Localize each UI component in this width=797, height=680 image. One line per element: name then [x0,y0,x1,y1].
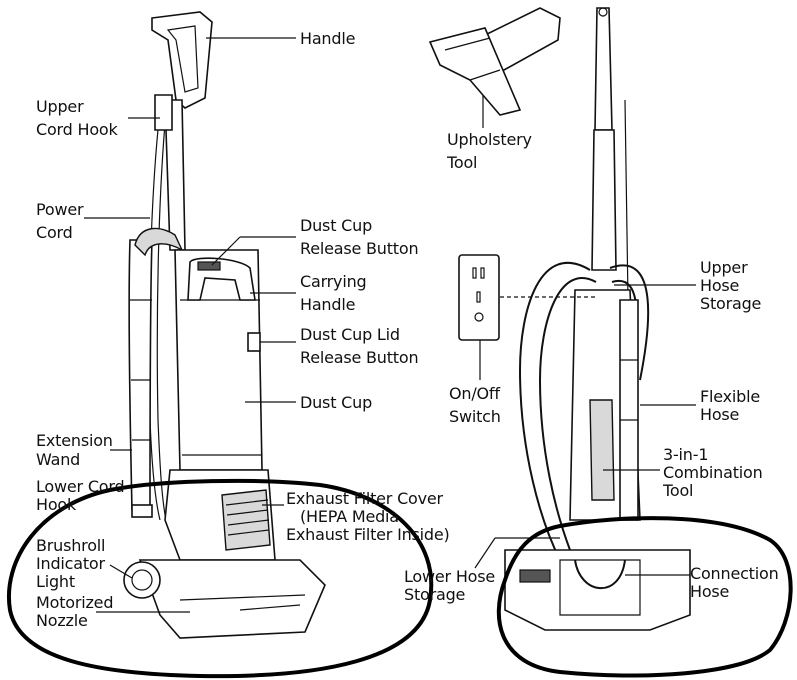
label-dust-cup-release-line1: Dust Cup [300,216,373,235]
label-upper-cord-hook-line2: Cord Hook [36,120,118,139]
label-dust-cup-lid-line1: Dust Cup Lid [300,325,400,344]
switch-panel-icon [458,254,500,341]
label-lower-hose-line1: Lower Hose [404,567,496,586]
label-exhaust-filter-line2: (HEPA Media [300,507,399,526]
label-motorized-line2: Nozzle [36,611,88,630]
label-carrying-handle-line1: Carrying [300,272,367,291]
label-upper-hose-line1: Upper [700,258,748,277]
label-upholstery-line2: Tool [447,153,478,172]
leader-lower-hose [474,537,496,569]
label-combo-line1: 3-in-1 [663,445,709,464]
leader-dust-cup-release [211,236,241,266]
label-brushroll-line1: Brushroll [36,536,106,555]
label-flexible-line2: Hose [700,405,740,424]
label-power-cord-line2: Cord [36,223,73,242]
label-motorized-line1: Motorized [36,593,114,612]
highlight-circle-left-icon [6,478,434,679]
label-upper-hose-line2: Hose [700,276,740,295]
label-upholstery-line1: Upholstery [447,130,532,149]
label-brushroll-line2: Indicator [36,554,105,573]
label-combo-line2: Combination [663,463,763,482]
highlight-circle-right-icon [496,516,793,678]
upholstery-tool-icon [428,7,561,116]
label-dust-cup-lid-line2: Release Button [300,348,419,367]
label-lower-cord-hook-line1: Lower Cord [36,477,125,496]
vacuum-back-icon [504,7,691,631]
label-flexible-line1: Flexible [700,387,760,406]
label-extension-wand-line1: Extension [36,431,113,450]
label-dust-cup: Dust Cup [300,393,373,412]
vacuum-front-icon [123,11,326,639]
label-dust-cup-release-line2: Release Button [300,239,419,258]
label-exhaust-filter-line1: Exhaust Filter Cover [286,489,443,508]
label-handle: Handle [300,29,356,48]
leader-brushroll [109,564,133,579]
label-exhaust-filter-line3: Exhaust Filter Inside) [286,525,450,544]
label-lower-cord-hook-line2: Hook [36,495,77,514]
leader-lines [84,37,696,613]
label-brushroll-line3: Light [36,572,75,591]
label-extension-wand-line2: Wand [36,450,81,469]
label-upper-hose-line3: Storage [700,294,762,313]
label-power-cord-line1: Power [36,200,84,219]
label-combo-line3: Tool [663,481,694,500]
label-lower-hose-line2: Storage [404,585,466,604]
label-carrying-handle-line2: Handle [300,295,356,314]
label-onoff-line1: On/Off [449,384,500,403]
label-upper-cord-hook-line1: Upper [36,97,84,116]
label-onoff-line2: Switch [449,407,501,426]
label-connection-line2: Hose [690,582,730,601]
label-connection-line1: Connection [690,564,779,583]
